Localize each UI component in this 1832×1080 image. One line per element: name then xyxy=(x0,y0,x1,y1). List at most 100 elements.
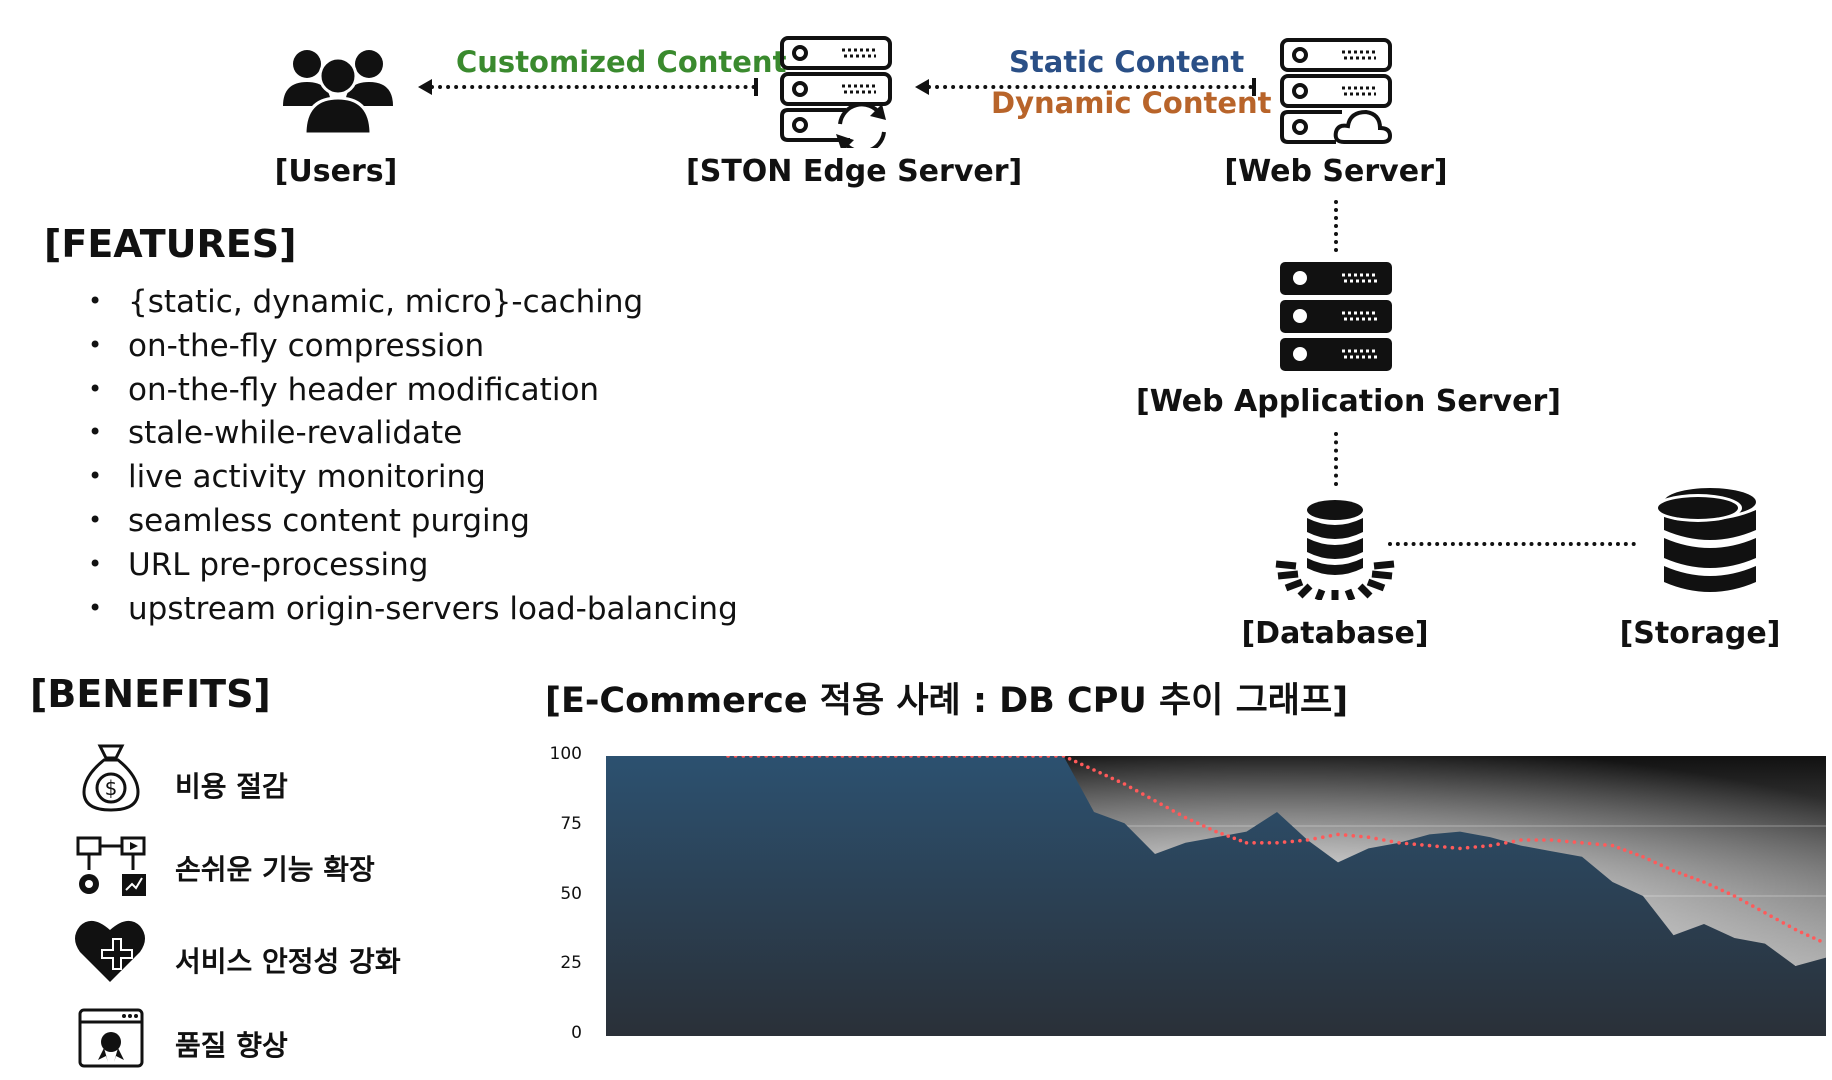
dotted-series-point xyxy=(1189,818,1194,823)
dotted-series-point xyxy=(1427,843,1432,848)
dotted-series-point xyxy=(1366,835,1371,839)
dotted-series-point xyxy=(1603,843,1607,847)
dotted-series-point xyxy=(1465,845,1470,850)
dotted-series-point xyxy=(1153,799,1157,803)
dotted-series-point xyxy=(1751,904,1755,908)
dotted-series-point xyxy=(756,756,761,758)
dotted-series-point xyxy=(1290,839,1295,844)
heart-plus-icon xyxy=(74,916,146,984)
dotted-series-point xyxy=(1653,860,1657,865)
dotted-series-point xyxy=(1226,834,1230,838)
customized-arrow-tail xyxy=(754,78,758,96)
database-label: [Database] xyxy=(1241,616,1429,651)
dotted-series-point xyxy=(1177,812,1182,816)
dotted-series-point xyxy=(833,756,837,758)
dotted-series-point xyxy=(1732,894,1737,898)
dotted-series-point xyxy=(1214,829,1218,834)
db-to-storage-connector xyxy=(1388,542,1636,546)
storage-icon xyxy=(1648,486,1760,598)
dotted-series-point xyxy=(955,756,959,758)
dotted-series-point xyxy=(787,756,791,758)
dotted-series-point xyxy=(1054,756,1058,758)
dotted-series-point xyxy=(1336,832,1340,837)
dotted-series-point xyxy=(1275,841,1279,845)
dotted-series-point xyxy=(1298,838,1302,843)
dotted-series-point xyxy=(1267,841,1272,845)
dotted-series-point xyxy=(916,756,921,758)
benefit-label: 서비스 안정성 강화 xyxy=(175,945,401,978)
edge-server-icon xyxy=(780,36,892,148)
dotted-series-point xyxy=(1202,824,1206,828)
dotted-series-point xyxy=(1496,842,1500,846)
dotted-series-point xyxy=(1016,756,1020,758)
cpu-chart xyxy=(606,756,1826,1036)
dotted-series-point xyxy=(1595,842,1600,846)
feature-item: •on-the-fly compression xyxy=(88,328,485,364)
dotted-series-point xyxy=(1481,844,1485,849)
dotted-series-point xyxy=(1443,845,1447,849)
dotted-series-point xyxy=(932,756,936,758)
dotted-series-point xyxy=(1420,843,1424,847)
dotted-series-point xyxy=(1683,873,1688,878)
dotted-series-point xyxy=(1086,765,1090,769)
dotted-series-point xyxy=(939,756,944,758)
dotted-series-point xyxy=(1116,779,1121,783)
was-to-db-connector xyxy=(1334,432,1338,486)
users-icon xyxy=(281,42,395,134)
dotted-series-point xyxy=(962,756,967,758)
dotted-series-point xyxy=(1000,756,1005,758)
dotted-series-point xyxy=(1757,907,1761,912)
dotted-series-point xyxy=(1641,855,1645,859)
feature-item: •seamless content purging xyxy=(88,503,530,539)
dotted-series-point xyxy=(886,756,890,758)
dotted-series-point xyxy=(1038,756,1043,758)
feature-item: •on-the-fly header modification xyxy=(88,372,600,408)
benefit-label: 비용 절감 xyxy=(175,770,288,803)
dotted-series-point xyxy=(1572,840,1577,844)
dotted-series-point xyxy=(1702,880,1706,884)
dotted-series-point xyxy=(909,756,913,758)
dotted-series-point xyxy=(894,756,898,758)
static-dynamic-arrow-line xyxy=(927,85,1253,89)
dotted-series-point xyxy=(1382,838,1386,842)
static-dynamic-arrowhead xyxy=(915,79,929,95)
dotted-series-point xyxy=(810,756,814,758)
dotted-series-point xyxy=(1238,838,1243,843)
y-tick-label: 75 xyxy=(560,814,582,834)
dotted-series-point xyxy=(1208,827,1212,831)
dotted-series-point xyxy=(1787,924,1792,928)
dotted-series-point xyxy=(825,756,829,758)
dotted-series-point xyxy=(1647,857,1651,862)
dotted-series-point xyxy=(1580,841,1584,845)
dotted-series-point xyxy=(1128,785,1133,790)
dotted-series-point xyxy=(871,756,875,758)
dotted-series-point xyxy=(1542,838,1546,842)
dotted-series-point xyxy=(1450,845,1455,850)
dotted-series-point xyxy=(1793,927,1798,932)
dotted-series-point xyxy=(1073,759,1078,764)
dotted-series-point xyxy=(1534,838,1539,842)
dotted-series-point xyxy=(1220,832,1224,836)
dotted-series-point xyxy=(1031,756,1035,758)
dotted-series-point xyxy=(726,756,730,758)
web-application-server-label: [Web Application Server] xyxy=(1136,384,1561,419)
dotted-series-point xyxy=(947,756,951,758)
svg-text:$: $ xyxy=(105,776,118,800)
dotted-series-point xyxy=(1629,850,1633,855)
feature-item: •{static, dynamic, micro}-caching xyxy=(88,284,644,320)
dotted-series-point xyxy=(1397,841,1401,845)
dotted-series-point xyxy=(1504,841,1508,845)
dotted-series-point xyxy=(848,756,852,758)
dotted-series-point xyxy=(1343,833,1348,837)
dotted-series-point xyxy=(741,756,746,758)
dotted-series-point xyxy=(1587,841,1592,846)
dotted-series-point xyxy=(1195,821,1200,825)
dotted-series-point xyxy=(1351,834,1356,838)
extension-modules-icon xyxy=(76,834,148,898)
dotted-series-point xyxy=(1526,838,1531,842)
dotted-series-point xyxy=(1232,836,1237,841)
dotted-series-point xyxy=(1098,771,1102,775)
dotted-series-point xyxy=(1321,835,1325,839)
dotted-series-point xyxy=(1435,844,1439,849)
dotted-series-point xyxy=(1690,875,1694,880)
